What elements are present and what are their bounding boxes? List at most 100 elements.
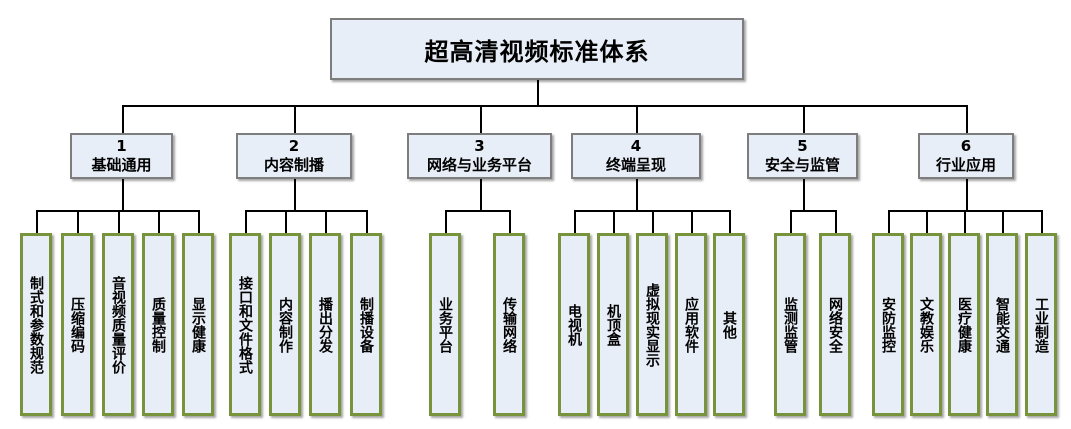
item-label: 质量控制 xyxy=(150,296,166,353)
item-box: 接口和文件格式 xyxy=(229,233,261,416)
leaf-connector xyxy=(613,210,615,233)
item-box: 播出分发 xyxy=(309,233,341,416)
item-box: 质量控制 xyxy=(142,233,174,416)
leaf-connector xyxy=(509,210,511,233)
item-label: 内容制作 xyxy=(277,296,293,353)
root-connector xyxy=(537,80,539,105)
item-label: 智能交通 xyxy=(994,296,1010,353)
category-number: 5 xyxy=(797,137,808,155)
item-label: 制播设备 xyxy=(358,296,374,353)
item-box: 虚拟现实显示 xyxy=(636,233,668,416)
category-number: 3 xyxy=(474,137,485,155)
item-label: 业务平台 xyxy=(437,296,453,353)
category-label: 安全与监管 xyxy=(764,156,840,174)
leaf-connector xyxy=(729,210,731,233)
item-connector xyxy=(479,179,482,210)
item-box: 机顶盒 xyxy=(597,233,629,416)
leaf-connector xyxy=(691,210,693,233)
leaf-connector xyxy=(888,210,890,233)
category-label: 网络与业务平台 xyxy=(426,156,532,174)
leaf-connector xyxy=(790,210,792,233)
category-connector xyxy=(121,105,124,133)
item-bus-line xyxy=(790,210,837,212)
item-box: 文教娱乐 xyxy=(910,233,942,416)
category-number: 2 xyxy=(288,137,300,155)
leaf-connector xyxy=(77,210,79,233)
item-box: 传输网络 xyxy=(493,233,525,416)
category-number: 6 xyxy=(960,137,972,155)
leaf-connector xyxy=(964,210,966,233)
category-label: 终端呈现 xyxy=(605,156,666,174)
item-label: 传输网络 xyxy=(501,296,517,353)
item-label: 显示健康 xyxy=(190,296,206,353)
item-box: 内容制作 xyxy=(269,233,301,416)
leaf-connector xyxy=(1041,210,1043,233)
category-bus-line xyxy=(121,105,968,107)
item-box: 制播设备 xyxy=(350,233,382,416)
item-label: 其他 xyxy=(721,310,737,339)
item-connector xyxy=(802,179,805,210)
leaf-connector xyxy=(652,210,654,233)
leaf-connector xyxy=(366,210,368,233)
item-label: 文教娱乐 xyxy=(918,296,934,353)
item-label: 应用软件 xyxy=(683,296,699,353)
item-bus-line xyxy=(245,210,368,212)
leaf-connector xyxy=(158,210,160,233)
leaf-connector xyxy=(926,210,928,233)
category-connector xyxy=(636,105,638,133)
item-label: 网络安全 xyxy=(827,296,843,353)
item-label: 监测监管 xyxy=(782,296,798,353)
item-label: 医疗健康 xyxy=(956,296,972,353)
item-label: 音视频质量评价 xyxy=(110,275,126,374)
item-box: 监测监管 xyxy=(774,233,806,416)
item-label: 工业制造 xyxy=(1033,296,1049,353)
leaf-connector xyxy=(574,210,576,233)
category-number: 1 xyxy=(116,137,127,155)
item-label: 机顶盒 xyxy=(605,303,621,346)
item-label: 安防监控 xyxy=(880,296,896,353)
leaf-connector xyxy=(198,210,200,233)
leaf-connector xyxy=(445,210,447,233)
category-connector xyxy=(966,105,968,133)
category-connector xyxy=(802,105,805,133)
item-connector xyxy=(966,179,968,210)
item-label: 电视机 xyxy=(566,303,582,346)
item-label: 播出分发 xyxy=(317,296,333,353)
leaf-connector xyxy=(1002,210,1004,233)
category-label: 内容制播 xyxy=(263,156,324,174)
item-connector xyxy=(294,179,296,210)
leaf-connector xyxy=(325,210,327,233)
item-connector xyxy=(636,179,638,210)
item-box: 医疗健康 xyxy=(948,233,980,416)
leaf-connector xyxy=(285,210,287,233)
category-label: 基础通用 xyxy=(91,156,152,174)
item-box: 安防监控 xyxy=(872,233,904,416)
item-box: 压缩编码 xyxy=(61,233,93,416)
category-connector xyxy=(294,105,296,133)
item-bus-line xyxy=(445,210,511,212)
item-box: 其他 xyxy=(713,233,745,416)
category-label: 行业应用 xyxy=(935,156,996,174)
leaf-connector xyxy=(36,210,38,233)
root-title-box: 超高清视频标准体系 xyxy=(330,18,744,80)
item-box: 智能交通 xyxy=(986,233,1018,416)
item-box: 电视机 xyxy=(558,233,590,416)
item-label: 制式和参数规范 xyxy=(28,275,44,374)
item-box: 工业制造 xyxy=(1025,233,1057,416)
item-box: 网络安全 xyxy=(819,233,851,416)
item-label: 接口和文件格式 xyxy=(237,275,253,374)
leaf-connector xyxy=(245,210,247,233)
category-number: 4 xyxy=(630,137,642,155)
item-label: 压缩编码 xyxy=(69,296,85,353)
item-connector xyxy=(121,179,124,210)
item-box: 音视频质量评价 xyxy=(102,233,134,416)
item-label: 虚拟现实显示 xyxy=(644,282,660,367)
item-box: 制式和参数规范 xyxy=(20,233,52,416)
root-title: 超高清视频标准体系 xyxy=(424,37,650,66)
item-box: 业务平台 xyxy=(429,233,461,416)
